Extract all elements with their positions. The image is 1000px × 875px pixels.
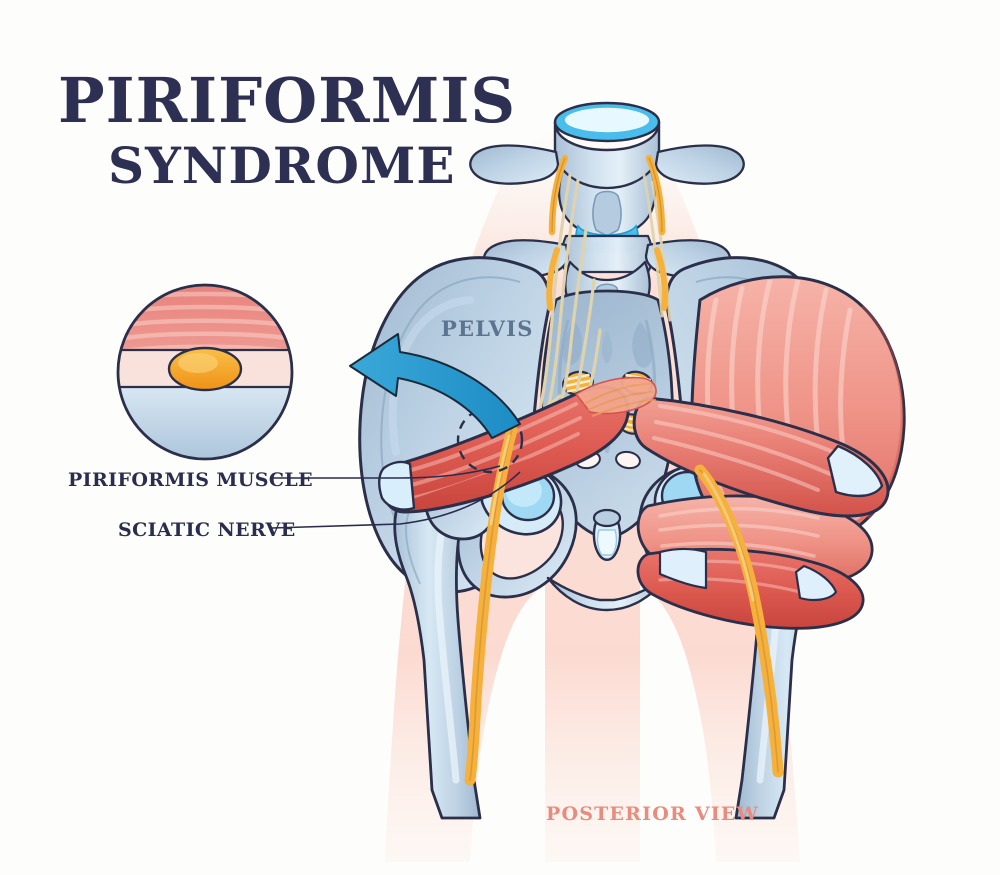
piriformis-muscle-label: PIRIFORMIS MUSCLE [68,469,313,491]
callout-arrow [349,333,521,439]
piriformis-origin-fibers [574,376,657,417]
coccyx [592,508,622,561]
sciatic-nerve-left [464,424,518,786]
leader-piriformis [272,465,501,479]
leader-sciatic [271,471,521,529]
sacral-plexus-right [642,173,672,322]
title-line-2: SYNDROME [108,136,455,195]
cross-section-inset [116,283,294,461]
annotation-leaders [271,465,521,529]
title-line-1: PIRIFORMIS [58,64,516,137]
posterior-view-caption: POSTERIOR VIEW [546,803,759,825]
sciatic-nerve-label: SCIATIC NERVE [118,519,296,541]
nerve-root-outlines [551,157,663,233]
sciatic-nerve-right [694,464,784,778]
piriformis-muscle-right [632,396,890,518]
pelvis-label: PELVIS [441,316,534,341]
page-title: PIRIFORMIS SYNDROME [58,64,516,195]
